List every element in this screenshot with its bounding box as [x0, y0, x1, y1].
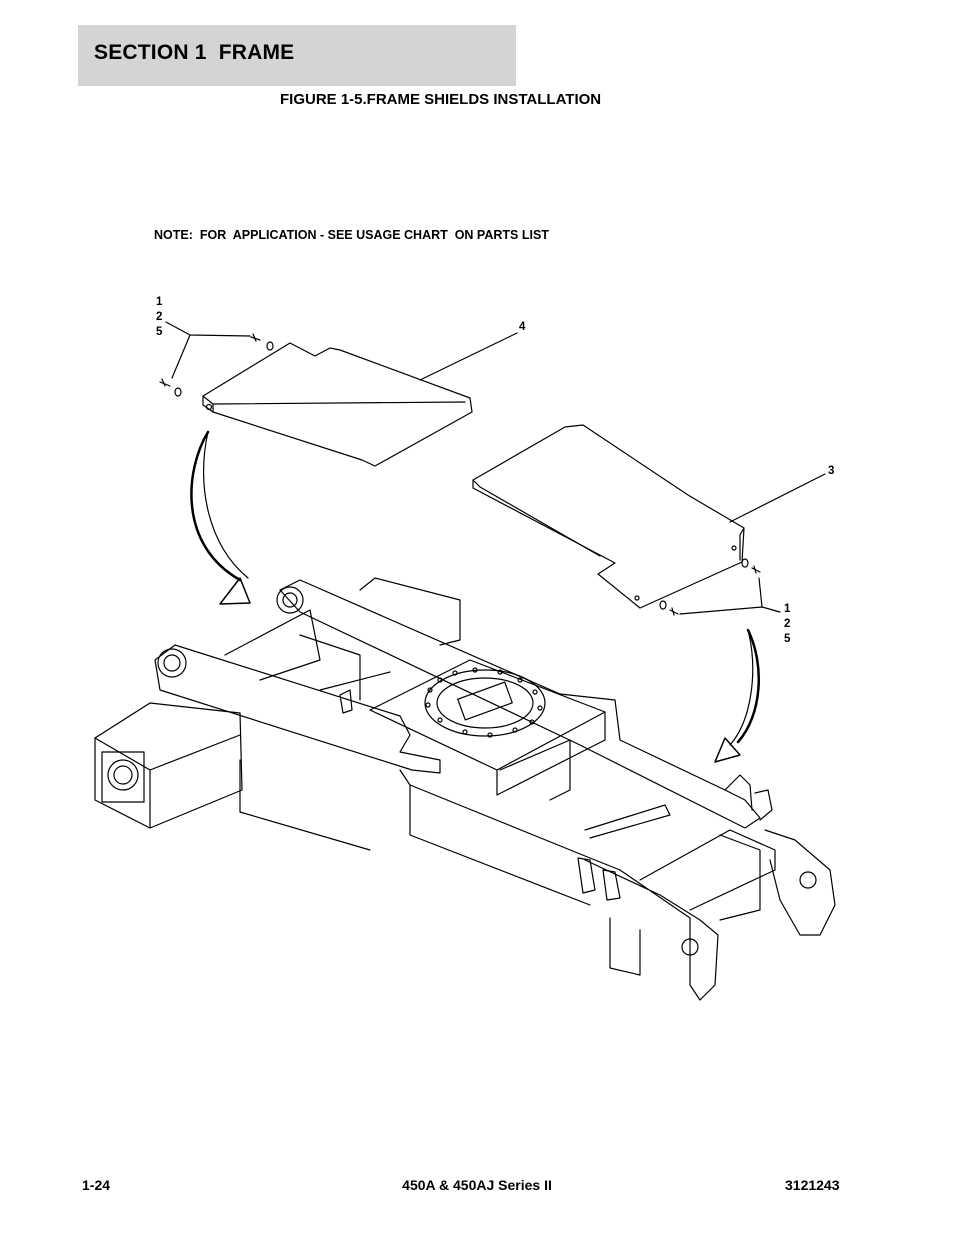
- install-arrow-left-icon: [190, 430, 251, 605]
- lower-shield: [472, 424, 745, 609]
- leader-lines: [165, 321, 826, 615]
- callout-upper-shield: 4: [519, 321, 526, 333]
- leader-line-upper-hardware: [165, 321, 251, 337]
- document-number: 3121243: [785, 1177, 840, 1193]
- callout-lower-shield: 3: [828, 465, 835, 477]
- leader-line-lower-hardware-2: [758, 577, 763, 608]
- callout-hardware-upper-left: 1 2 5: [156, 295, 162, 340]
- leader-line-upper-hardware-2: [171, 334, 191, 379]
- model-name: 450A & 450AJ Series II: [402, 1177, 552, 1193]
- usage-note: NOTE: FOR APPLICATION - SEE USAGE CHART …: [154, 228, 549, 242]
- section-title: SECTION 1 FRAME: [94, 41, 295, 64]
- callout-item-1: 1: [156, 296, 163, 308]
- callout-item-2: 2: [156, 311, 163, 323]
- callout-item-5: 5: [156, 326, 163, 338]
- install-arrow-right-icon: [714, 628, 761, 763]
- lower-hardware-icon: [659, 558, 761, 616]
- callout-item-5: 5: [784, 633, 791, 645]
- section-header: SECTION 1 FRAME: [78, 25, 516, 86]
- figure-title: FIGURE 1-5.FRAME SHIELDS INSTALLATION: [280, 91, 602, 108]
- leader-line-lower-hardware: [679, 606, 781, 615]
- page-number: 1-24: [82, 1177, 111, 1193]
- leader-line-shield-4: [419, 332, 518, 381]
- callout-hardware-lower-right: 1 2 5: [784, 602, 790, 647]
- upper-hardware-icon: [159, 333, 274, 397]
- leader-line-shield-3: [729, 473, 826, 523]
- main-frame: [94, 577, 836, 1001]
- callout-item-2: 2: [784, 618, 791, 630]
- upper-shield: [202, 342, 473, 467]
- callout-item-1: 1: [784, 603, 791, 615]
